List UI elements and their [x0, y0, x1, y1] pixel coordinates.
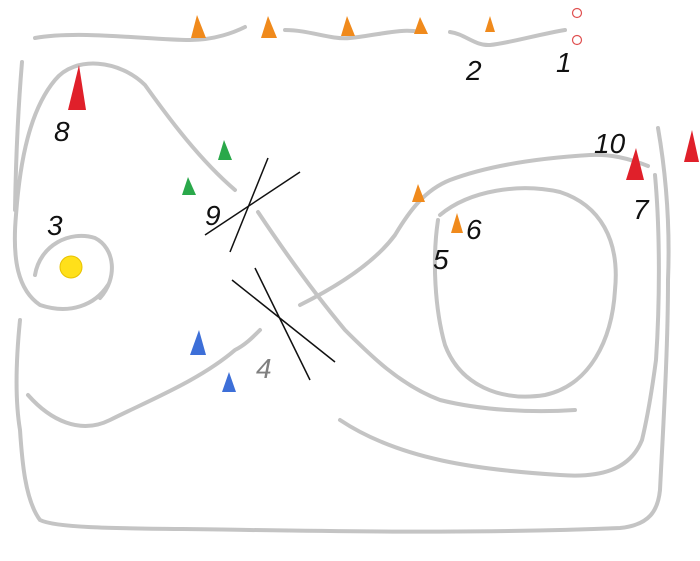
cone-orange-1	[191, 15, 206, 38]
crossing-9-marker	[204, 157, 301, 253]
label-9: 9	[205, 200, 221, 231]
label-3: 3	[47, 210, 63, 241]
cone-green-1	[218, 140, 232, 160]
label-5: 5	[433, 244, 449, 275]
cone-orange-6	[412, 184, 425, 202]
cone-orange-4	[414, 17, 428, 34]
cone-blue-1	[190, 330, 206, 355]
cone-orange-2	[261, 16, 277, 38]
cone-red-right	[684, 130, 699, 162]
start-circle-top	[571, 7, 583, 19]
cross-line-4a	[254, 267, 311, 381]
cone-orange-5	[485, 16, 495, 32]
label-10: 10	[594, 128, 626, 159]
cones	[68, 15, 699, 392]
cone-green-2	[182, 177, 196, 195]
label-8: 8	[54, 116, 70, 147]
track-top-line	[33, 25, 567, 48]
crossing-4-marker	[231, 267, 336, 381]
track-circle-3	[33, 233, 114, 300]
track-lines	[12, 25, 671, 534]
yellow-marker	[59, 255, 83, 279]
track-curve-4	[26, 328, 262, 428]
cone-red-8	[68, 65, 86, 110]
label-4: 4	[256, 353, 272, 384]
label-6: 6	[466, 214, 482, 245]
labels: 1 2 3 4 5 6 7 8 9 10	[47, 47, 650, 384]
cone-orange-7	[451, 213, 463, 233]
label-2: 2	[465, 55, 482, 86]
track-right-inner	[338, 173, 661, 478]
track-left-upper	[13, 60, 24, 212]
track-rising	[298, 152, 650, 307]
cross-line-4b	[231, 279, 336, 363]
start-circle-bottom	[571, 34, 583, 46]
label-1: 1	[556, 47, 572, 78]
track-left-outer	[14, 126, 671, 534]
cross-line-9b	[204, 171, 301, 236]
cone-red-10	[626, 148, 644, 180]
track-diagonal-9	[256, 210, 577, 414]
cone-orange-3	[341, 16, 355, 36]
track-inner-loop	[432, 186, 618, 399]
label-7: 7	[633, 194, 650, 225]
cone-blue-2	[222, 372, 236, 392]
track-curve-8	[12, 61, 237, 311]
